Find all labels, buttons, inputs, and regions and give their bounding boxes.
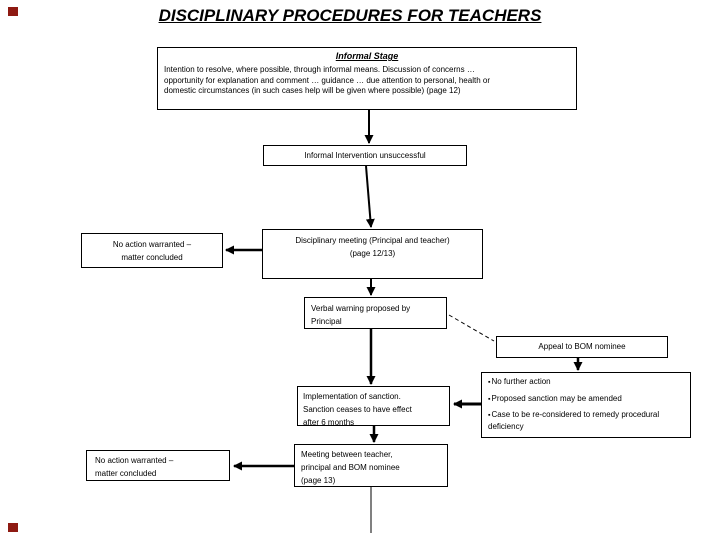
appeal-box: Appeal to BOM nominee bbox=[496, 336, 668, 358]
slide-corner-mark-top bbox=[8, 7, 18, 16]
no-action-top-box: No action warranted – matter concluded bbox=[81, 233, 223, 268]
informal-stage-line: Intention to resolve, where possible, th… bbox=[164, 65, 475, 74]
slide-corner-mark-bottom bbox=[8, 523, 18, 532]
verbal-warning-line: Principal bbox=[311, 317, 342, 326]
informal-stage-line: domestic circumstances (in such cases he… bbox=[164, 86, 461, 95]
appeal-outcomes-box: ▪No further action ▪Proposed sanction ma… bbox=[481, 372, 691, 438]
square-bullet-icon: ▪ bbox=[488, 412, 491, 419]
disciplinary-meeting-line: Disciplinary meeting (Principal and teac… bbox=[295, 236, 450, 245]
arrow-unsuccessful-to-disciplinary bbox=[365, 165, 375, 228]
outcome-text: No further action bbox=[491, 377, 551, 386]
no-action-bottom-box: No action warranted – matter concluded bbox=[86, 450, 230, 481]
square-bullet-icon: ▪ bbox=[488, 379, 491, 386]
square-bullet-icon: ▪ bbox=[488, 395, 491, 403]
outcome-item: ▪Case to be re-considered to remedy proc… bbox=[488, 410, 666, 432]
dashed-link-verbal-to-appeal bbox=[448, 314, 495, 342]
page-title: DISCIPLINARY PROCEDURES FOR TEACHERS bbox=[158, 6, 542, 25]
no-action-bottom-line: No action warranted – bbox=[95, 456, 174, 465]
outcome-item: ▪Proposed sanction may be amended bbox=[488, 394, 666, 406]
no-action-top-line: No action warranted – bbox=[112, 240, 192, 249]
implementation-box: Implementation of sanction. Sanction cea… bbox=[297, 386, 450, 427]
meeting-bom-box: Meeting between teacher, principal and B… bbox=[294, 444, 448, 487]
disciplinary-meeting-box: Disciplinary meeting (Principal and teac… bbox=[262, 229, 483, 279]
meeting-bom-line: (page 13) bbox=[301, 476, 336, 485]
implementation-line: Sanction ceases to have effect bbox=[303, 405, 412, 414]
outcome-item: ▪No further action bbox=[488, 377, 666, 389]
implementation-line: after 6 months bbox=[303, 418, 355, 427]
informal-stage-heading: Informal Stage bbox=[335, 51, 399, 61]
informal-intervention-box: Informal Intervention unsuccessful bbox=[263, 145, 467, 166]
implementation-line: Implementation of sanction. bbox=[303, 392, 401, 401]
informal-stage-line: opportunity for explanation and comment … bbox=[164, 75, 490, 85]
outcome-text: Proposed sanction may be amended bbox=[491, 393, 622, 403]
verbal-warning-box: Verbal warning proposed by Principal bbox=[304, 297, 447, 329]
meeting-bom-line: principal and BOM nominee bbox=[301, 463, 400, 472]
no-action-top-line: matter concluded bbox=[121, 253, 183, 262]
disciplinary-meeting-line: (page 12/13) bbox=[349, 248, 396, 258]
informal-stage-body: Intention to resolve, where possible, th… bbox=[164, 65, 570, 97]
meeting-bom-line: Meeting between teacher, bbox=[301, 450, 393, 459]
no-action-bottom-line: matter concluded bbox=[95, 469, 157, 478]
informal-stage-box: Informal Stage Intention to resolve, whe… bbox=[157, 47, 577, 110]
verbal-warning-line: Verbal warning proposed by bbox=[311, 304, 411, 313]
outcome-text: Case to be re-considered to remedy proce… bbox=[488, 410, 660, 431]
